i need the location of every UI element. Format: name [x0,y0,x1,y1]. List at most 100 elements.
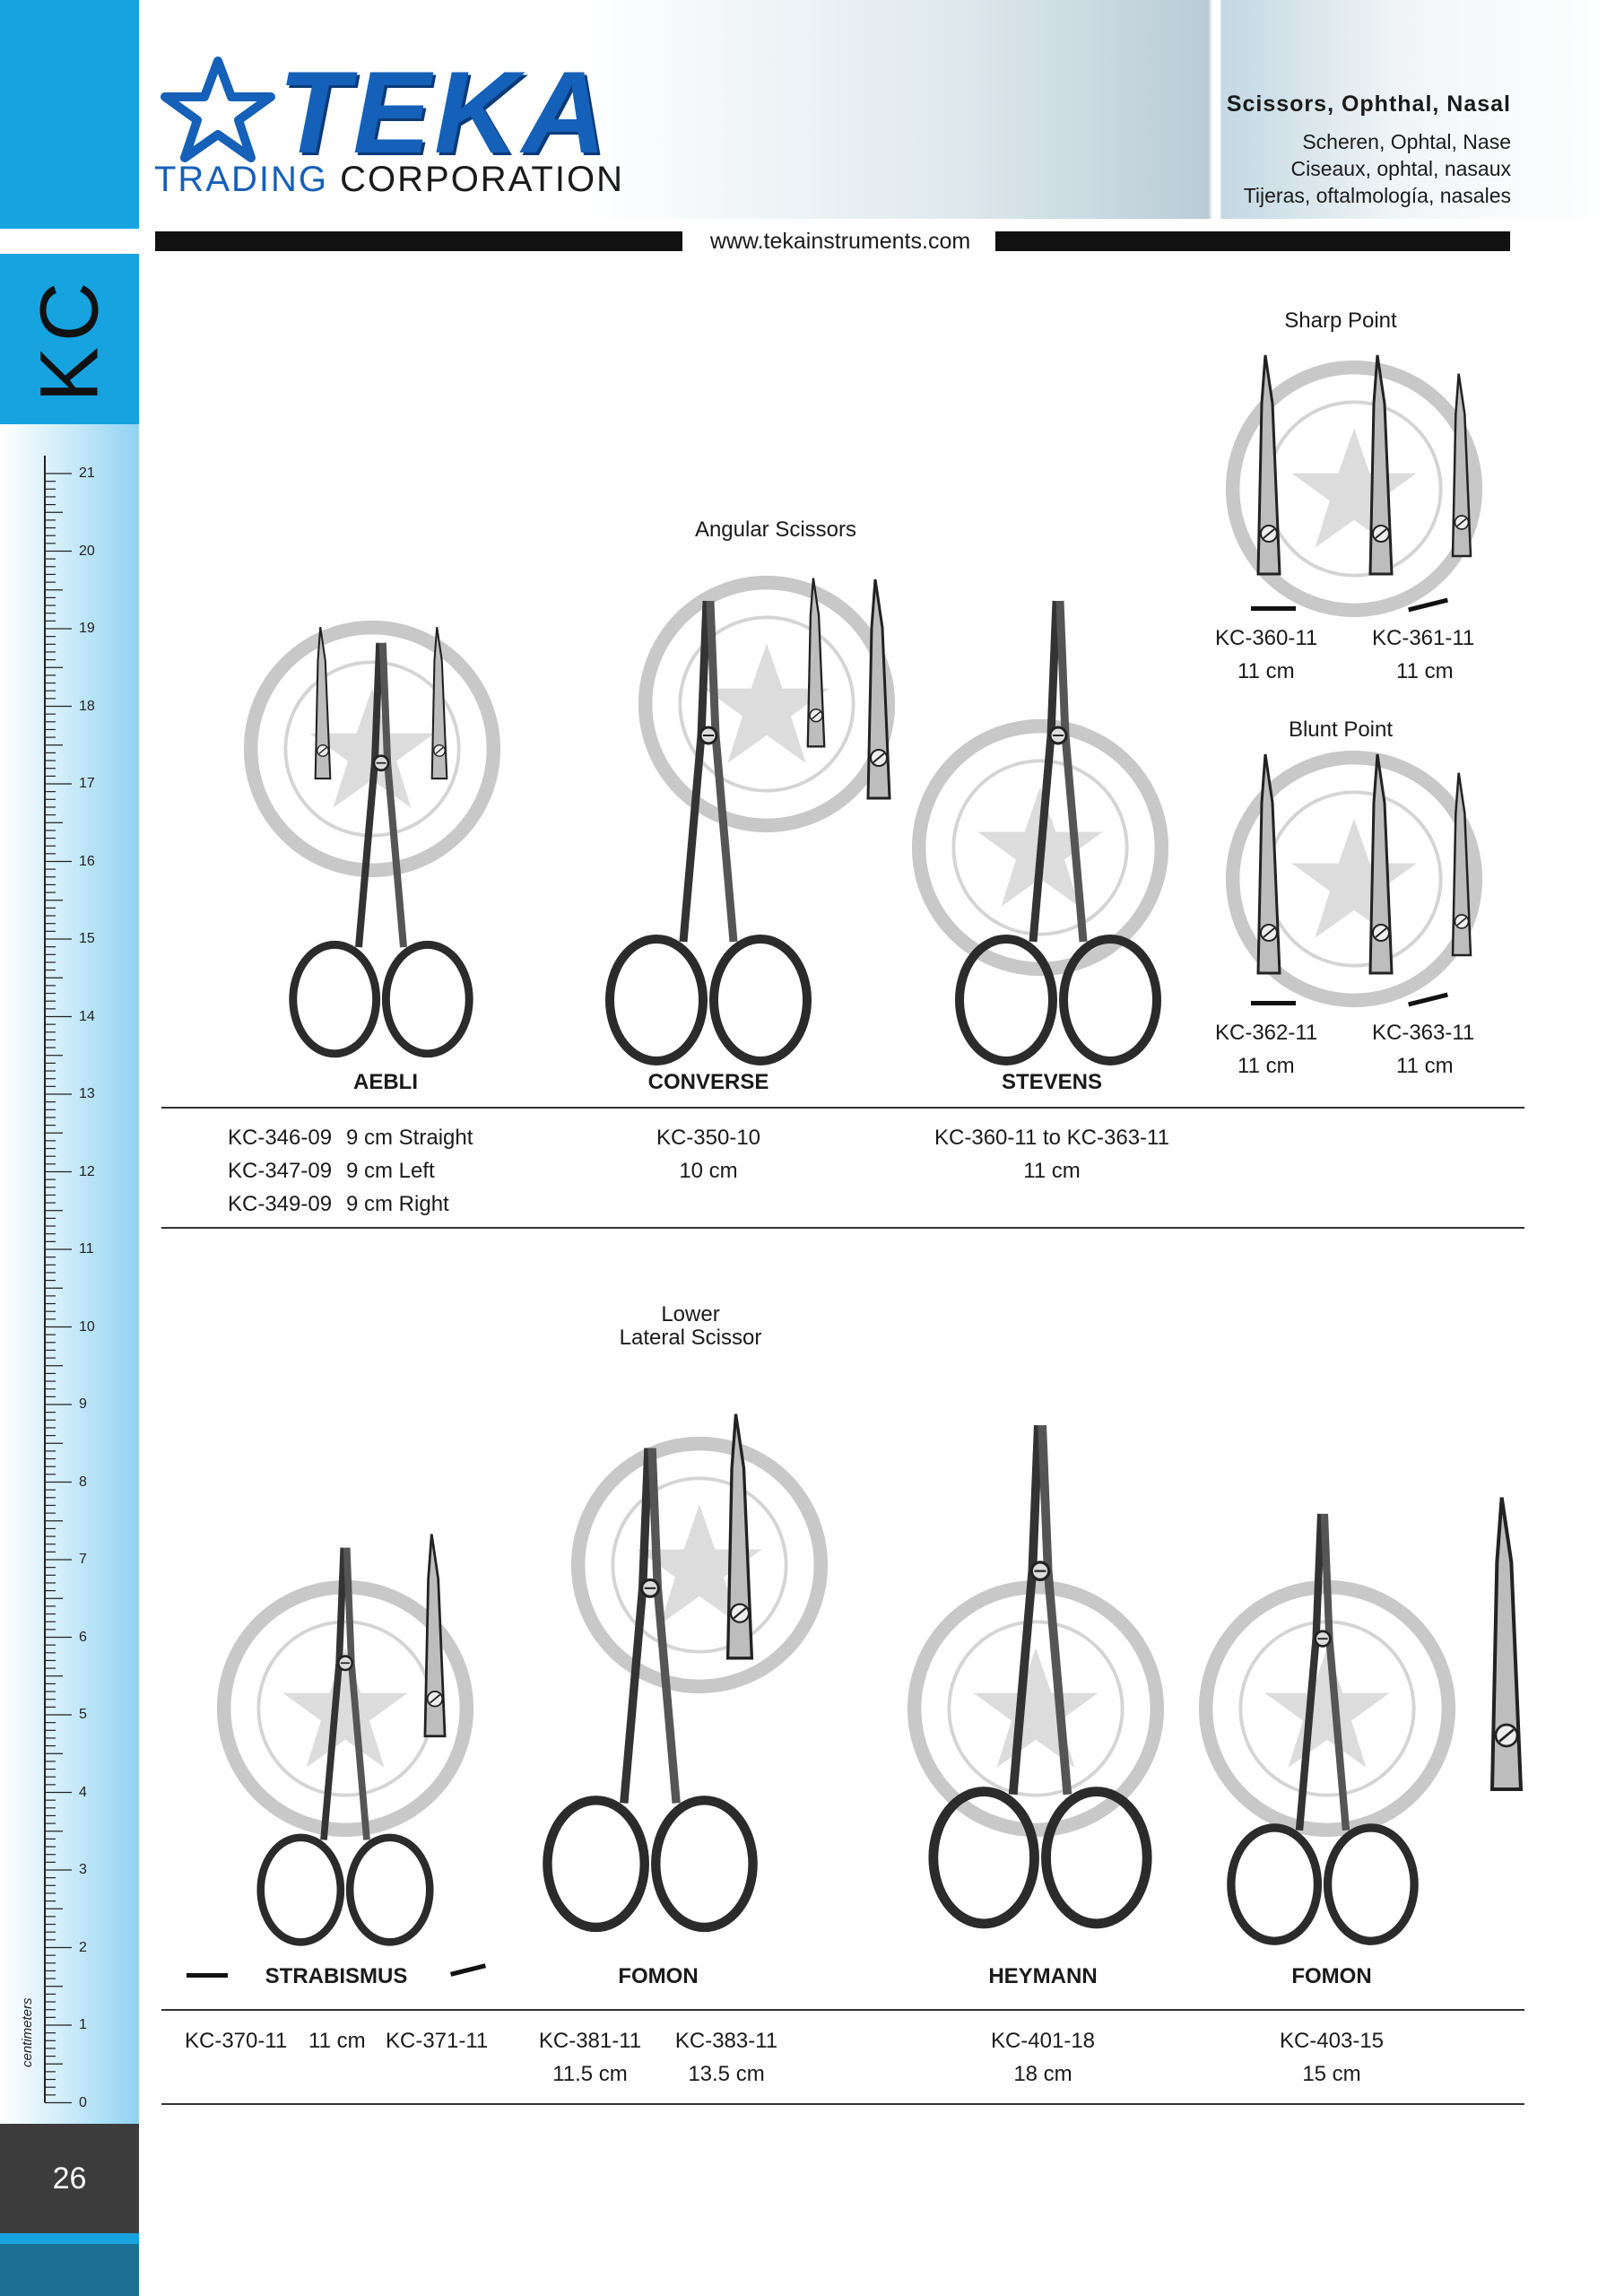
ruler-unit-label: centimeters [20,1997,35,2067]
kc-381-11-code: KC-381-11 [538,2029,642,2053]
kc-350-10-size: 10 cm [679,1159,738,1183]
brand-subtitle: TRADING CORPORATION [154,160,624,200]
ruler-label: 13 [79,1086,95,1101]
ruler-label: 17 [79,776,95,791]
stevens-scissors-image [951,574,1166,1076]
sharp-point-caption: Sharp Point [1284,309,1397,333]
kc-347-09-desc: 9 cm Left [346,1159,435,1183]
kc-347-09-code: KC-347-09 [228,1159,333,1183]
angular-scissors-caption: Angular Scissors [694,517,857,542]
ruler-label: 18 [79,698,95,714]
strabismus-name: STRABISMUS [265,1964,408,1988]
page-number: 26 [0,2124,139,2233]
kc-363-11-side-image [1451,771,1472,957]
kc-349-09-code: KC-349-09 [228,1192,333,1216]
kc-403-15-code: KC-403-15 [1279,2029,1385,2053]
sidebar-top-block [0,0,139,229]
kc-401-18-code: KC-401-18 [990,2029,1096,2053]
heymann-name: HEYMANN [988,1964,1098,1988]
strabismus-size: 11 cm [308,2029,366,2053]
ruler-label: 8 [79,1474,87,1490]
page-title-spanish: Tijeras, oftalmología, nasales [1243,184,1511,207]
ruler-label: 20 [79,543,95,559]
kc-383-11-code: KC-383-11 [674,2029,778,2053]
kc-349-09-desc: 9 cm Right [346,1192,449,1216]
brand-wordmark: TEKA [278,47,610,178]
strabismus-curved-tip-image [423,1533,447,1738]
page-title-french: Ciseaux, ophtal, nasaux [1290,157,1512,180]
kc-362-11-tip-image [1256,752,1281,975]
converse-name: CONVERSE [647,1070,769,1094]
star-logo-icon [161,57,275,162]
ruler-label: 11 [79,1241,94,1257]
lower-lateral-caption-line1: Lower [661,1302,720,1326]
kc-360-363-size: 11 cm [1023,1159,1081,1183]
kc-361-11-side-image [1451,372,1472,558]
kc-360-11-size: 11 cm [1238,659,1295,683]
straight-indicator [187,1973,228,1978]
sidebar-section-tab: KC [0,254,139,424]
sidebar-gap [0,229,139,254]
sidebar-section-label: KC [23,276,115,402]
ruler-label: 14 [79,1008,95,1024]
kc-401-18-size: 18 cm [1013,2062,1073,2086]
ruler-label: 10 [79,1318,95,1335]
kc-361-11-size: 11 cm [1396,659,1454,683]
header-rule-left [155,231,682,251]
lower-lateral-caption-line2: Lateral Scissor [619,1326,762,1350]
kc-371-11-code: KC-371-11 [386,2029,489,2053]
kc-362-11-code: KC-362-11 [1215,1021,1318,1045]
website-link[interactable]: www.tekainstruments.com [709,229,971,254]
fomon-side-view-image [1471,1484,1542,1807]
divider [161,1227,1524,1229]
ruler-label: 1 [79,2017,87,2032]
kc-363-11-tip-image [1368,752,1394,975]
divider [161,1107,1524,1109]
ruler-label: 15 [79,931,95,946]
kc-362-11-size: 11 cm [1238,1054,1295,1078]
brand-subtitle-b: CORPORATION [340,160,624,199]
straight-indicator [1251,606,1296,611]
ruler-label: 9 [79,1396,87,1412]
converse-side-tip-image [866,578,891,800]
ruler-label: 5 [79,1707,87,1722]
kc-403-15-size: 15 cm [1302,2062,1361,2086]
kc-360-11-tip-image [1256,353,1281,576]
kc-370-11-code: KC-370-11 [185,2029,288,2053]
blunt-point-caption: Blunt Point [1288,718,1394,742]
kc-360-363-code: KC-360-11 to KC-363-11 [934,1126,1169,1150]
kc-361-11-code: KC-361-11 [1372,626,1475,650]
kc-381-11-size: 11.5 cm [552,2062,628,2086]
kc-350-10-code: KC-350-10 [656,1126,761,1150]
sidebar-stripe [0,2233,139,2244]
kc-346-09-code: KC-346-09 [228,1126,333,1150]
ruler-label: 19 [79,621,95,636]
converse-tip-image [805,576,827,749]
header-band [139,0,1624,219]
ruler-label: 3 [79,1862,87,1877]
kc-363-11-code: KC-363-11 [1372,1021,1475,1045]
divider [161,2103,1524,2105]
page-title-german: Scheren, Ophtal, Nase [1302,130,1511,153]
fomon-angled-scissors-image [1211,1489,1435,1955]
kc-383-11-size: 13.5 cm [688,2062,765,2086]
fomon-angled-name: FOMON [1291,1964,1372,1988]
ruler-ticks [44,456,72,2104]
fomon-tip-image [725,1412,754,1660]
aebli-name: AEBLI [353,1070,418,1094]
page-title: Scissors, Ophthal, Nasal [1226,91,1511,117]
kc-361-11-tip-image [1368,353,1394,576]
heymann-scissors-image [924,1381,1157,1955]
ruler-label: 2 [79,1939,87,1955]
kc-360-11-code: KC-360-11 [1215,626,1318,650]
ruler-label: 16 [79,853,95,869]
divider [161,2009,1524,2011]
aebli-tip-left-image [314,625,332,780]
curved-indicator [449,1963,487,1977]
kc-363-11-size: 11 cm [1396,1054,1454,1078]
ruler-label: 6 [79,1629,87,1645]
kc-346-09-desc: 9 cm Straight [346,1126,473,1150]
ruler-label: 12 [79,1163,95,1179]
straight-indicator [1251,1001,1296,1005]
